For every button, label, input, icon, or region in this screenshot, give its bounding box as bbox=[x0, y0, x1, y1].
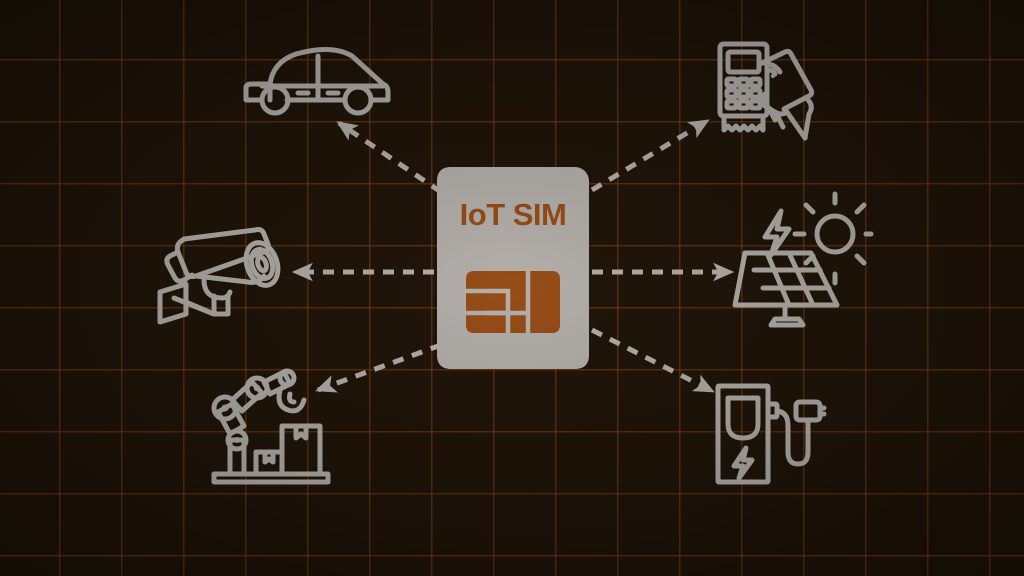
sim-chip-contacts-icon bbox=[466, 271, 560, 333]
node-pos-terminal[interactable] bbox=[713, 34, 821, 146]
node-industrial-robot-arm[interactable] bbox=[208, 362, 334, 488]
sim-card-title: IoT SIM bbox=[459, 197, 567, 232]
node-security-camera[interactable] bbox=[152, 218, 286, 328]
iot-sim-card[interactable]: IoT SIM bbox=[437, 167, 589, 369]
arrow-sim-to-car bbox=[336, 120, 443, 195]
node-ev-charging-station[interactable] bbox=[714, 378, 827, 492]
node-solar-panel[interactable] bbox=[732, 191, 874, 333]
node-connected-car[interactable] bbox=[240, 32, 391, 120]
arrow-sim-to-robot-arm bbox=[315, 342, 442, 393]
arrow-sim-to-pos-terminal bbox=[590, 118, 710, 193]
arrow-sim-to-ev-charger bbox=[590, 327, 715, 394]
